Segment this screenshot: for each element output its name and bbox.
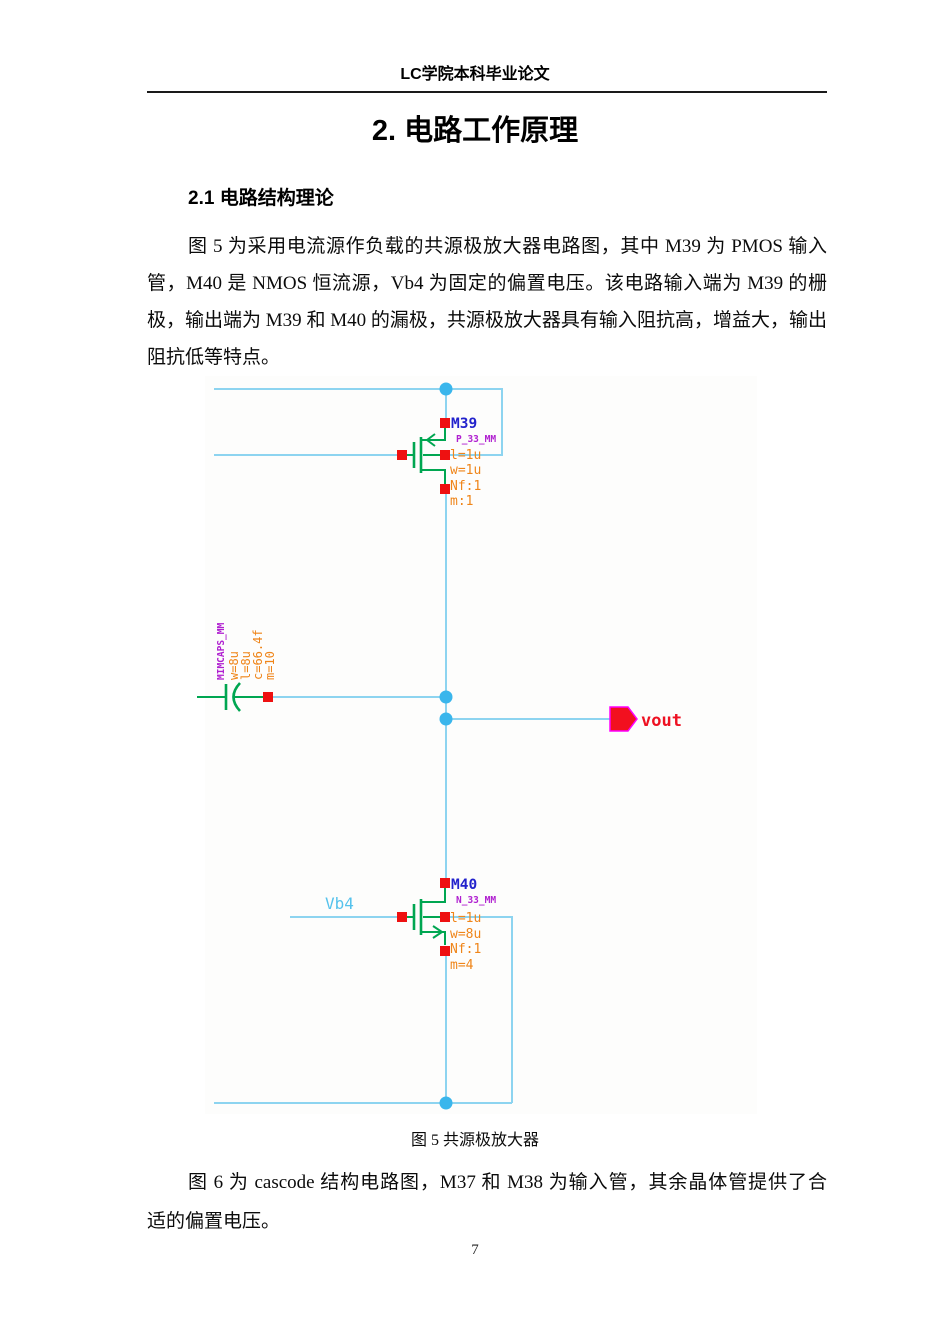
vb4-net-label: Vb4	[325, 894, 354, 913]
m40-bulk-pin	[440, 912, 450, 922]
paragraph-2: 图 6 为 cascode 结构电路图，M37 和 M38 为输入管，其余晶体管…	[147, 1163, 827, 1241]
cap-junction-dot	[439, 690, 453, 704]
m39-source-arrow-icon	[425, 433, 436, 447]
m40-nf-label: Nf:1	[450, 942, 481, 957]
paragraph-1-line-3: 极，输出端为 M39 和 M40 的漏极，共源极放大器具有输入阻抗高，增益大，输…	[147, 310, 827, 331]
m40-w-label: w=8u	[450, 927, 481, 942]
vout-junction-dot	[439, 712, 453, 726]
m39-bulk-pin	[440, 450, 450, 460]
chapter-title: 2. 电路工作原理	[371, 115, 579, 147]
m39-nf-label: Nf:1	[450, 479, 481, 494]
paragraph-2-line-1: 图 6 为 cascode 结构电路图，M37 和 M38 为输入管，其余晶体管…	[188, 1172, 827, 1193]
m40-bulk-loop-wire	[450, 916, 513, 1103]
m39-bulk-loop-wire	[446, 388, 503, 456]
m40-model-label: N_33_MM	[456, 895, 496, 906]
m39-source-pin	[440, 418, 450, 428]
cap-pin	[263, 692, 273, 702]
cap-w-label: w=8u	[227, 651, 241, 680]
paragraph-1: 图 5 为采用电流源作负载的共源极放大器电路图，其中 M39 为 PMOS 输入…	[147, 228, 827, 376]
schematic-labels: M39 P_33_MM l=1u w=1u Nf:1 m:1 M40 N_33_…	[216, 416, 682, 973]
m39-instance-label: M39	[451, 416, 477, 432]
paragraph-2-line-2: 适的偏置电压。	[147, 1211, 281, 1232]
m40-instance-label: M40	[451, 877, 477, 893]
section-heading: 2.1 电路结构理论	[188, 188, 334, 209]
m39-source-leg	[421, 427, 446, 441]
paragraph-1-line-2: 管，M40 是 NMOS 恒流源，Vb4 为固定的偏置电压。该电路输入端为 M3…	[147, 273, 827, 294]
schematic-background	[205, 376, 757, 1114]
m40-drain-pin	[440, 878, 450, 888]
vdd-junction-dot	[439, 382, 453, 396]
m40-drain-leg	[421, 888, 446, 903]
cap-curved-plate	[232, 682, 241, 712]
m39-w-label: w=1u	[450, 463, 481, 478]
m40-gate-pin	[397, 912, 407, 922]
header-rule	[147, 91, 827, 93]
m40-source-leg	[421, 931, 446, 945]
m39-drain-pin	[440, 484, 450, 494]
m39-drain-leg	[421, 469, 446, 484]
schematic-junctions	[439, 382, 453, 1110]
paragraph-1-line-1: 图 5 为采用电流源作负载的共源极放大器电路图，其中 M39 为 PMOS 输入	[188, 236, 827, 257]
m39-l-label: l=1u	[450, 448, 481, 463]
paragraph-1-line-4: 阻抗低等特点。	[147, 347, 281, 368]
cap-model-label: MIMCAPS_MM	[216, 623, 227, 680]
m40-nmos-symbol	[407, 888, 446, 945]
schematic-pins	[263, 418, 450, 956]
m39-pmos-symbol	[407, 427, 446, 484]
cap-m-label: m=10	[263, 651, 277, 680]
vout-port-label: vout	[641, 711, 682, 731]
m39-gate-pin	[397, 450, 407, 460]
figure-5-schematic: M39 P_33_MM l=1u w=1u Nf:1 m:1 M40 N_33_…	[197, 376, 757, 1114]
mim-capacitor-symbol	[197, 682, 263, 712]
m40-m-label: m=4	[450, 958, 474, 973]
m39-m-label: m:1	[450, 494, 473, 509]
m39-model-label: P_33_MM	[456, 434, 496, 445]
m40-source-pin	[440, 946, 450, 956]
m40-source-arrow-icon	[432, 925, 444, 939]
cap-c-label: c=66.4f	[251, 629, 265, 680]
page-header-title: LC学院本科毕业论文	[400, 66, 550, 83]
gnd-junction-dot	[439, 1096, 453, 1110]
cap-l-label: l=8u	[239, 651, 253, 680]
vout-port-icon	[609, 706, 638, 732]
figure-caption: 图 5 共源极放大器	[410, 1132, 539, 1149]
page-number: 7	[471, 1242, 479, 1258]
m40-l-label: l=1u	[450, 911, 481, 926]
